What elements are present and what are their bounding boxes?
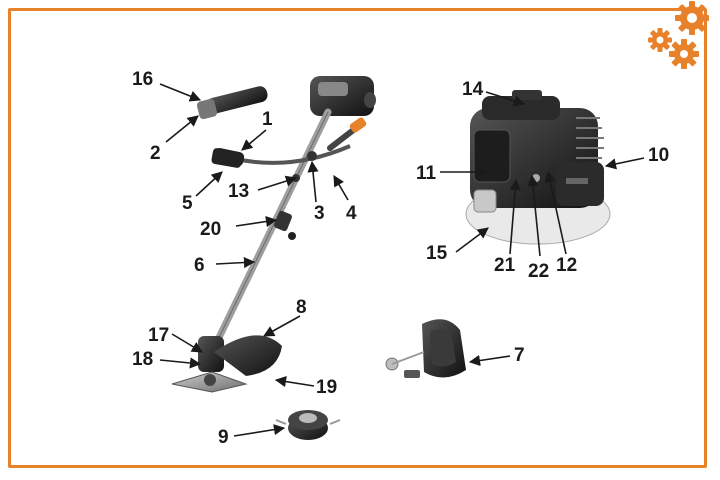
gear-icon [675, 1, 709, 35]
callout-6: 6 [194, 255, 205, 276]
callout-10: 10 [648, 145, 670, 166]
callout-9: 9 [218, 427, 229, 448]
throttle-grip-drawing [196, 86, 268, 120]
callout-2: 2 [150, 143, 161, 164]
callout-7: 7 [514, 345, 525, 366]
callout-15: 15 [426, 243, 448, 264]
callout-4: 4 [346, 203, 357, 224]
leader-lines [159, 83, 645, 437]
callout-8: 8 [296, 297, 307, 318]
left-handle-drawing [211, 148, 243, 168]
callout-3: 3 [314, 203, 325, 224]
callout-13: 13 [228, 181, 250, 202]
handlebar [231, 144, 351, 165]
guard [214, 335, 282, 376]
gear-head [198, 336, 224, 372]
callout-19: 19 [316, 377, 338, 398]
callout-16: 16 [132, 69, 154, 90]
callout-20: 20 [200, 219, 222, 240]
callout-12: 12 [556, 255, 578, 276]
gear-icon [648, 28, 672, 52]
callout-11: 11 [416, 163, 437, 184]
gears-logo [648, 1, 709, 69]
callout-14: 14 [462, 79, 484, 100]
gear-icon [669, 39, 699, 69]
callout-22: 22 [528, 261, 550, 282]
engine-drawing [465, 90, 611, 245]
callout-18: 18 [132, 349, 154, 370]
callout-1: 1 [262, 109, 273, 130]
callout-17: 17 [148, 325, 170, 346]
callout-21: 21 [494, 255, 516, 276]
callout-5: 5 [182, 193, 193, 214]
harness-drawing [385, 319, 466, 378]
brush-cutter-drawing [171, 76, 376, 393]
trimmer-head-drawing [275, 410, 341, 440]
